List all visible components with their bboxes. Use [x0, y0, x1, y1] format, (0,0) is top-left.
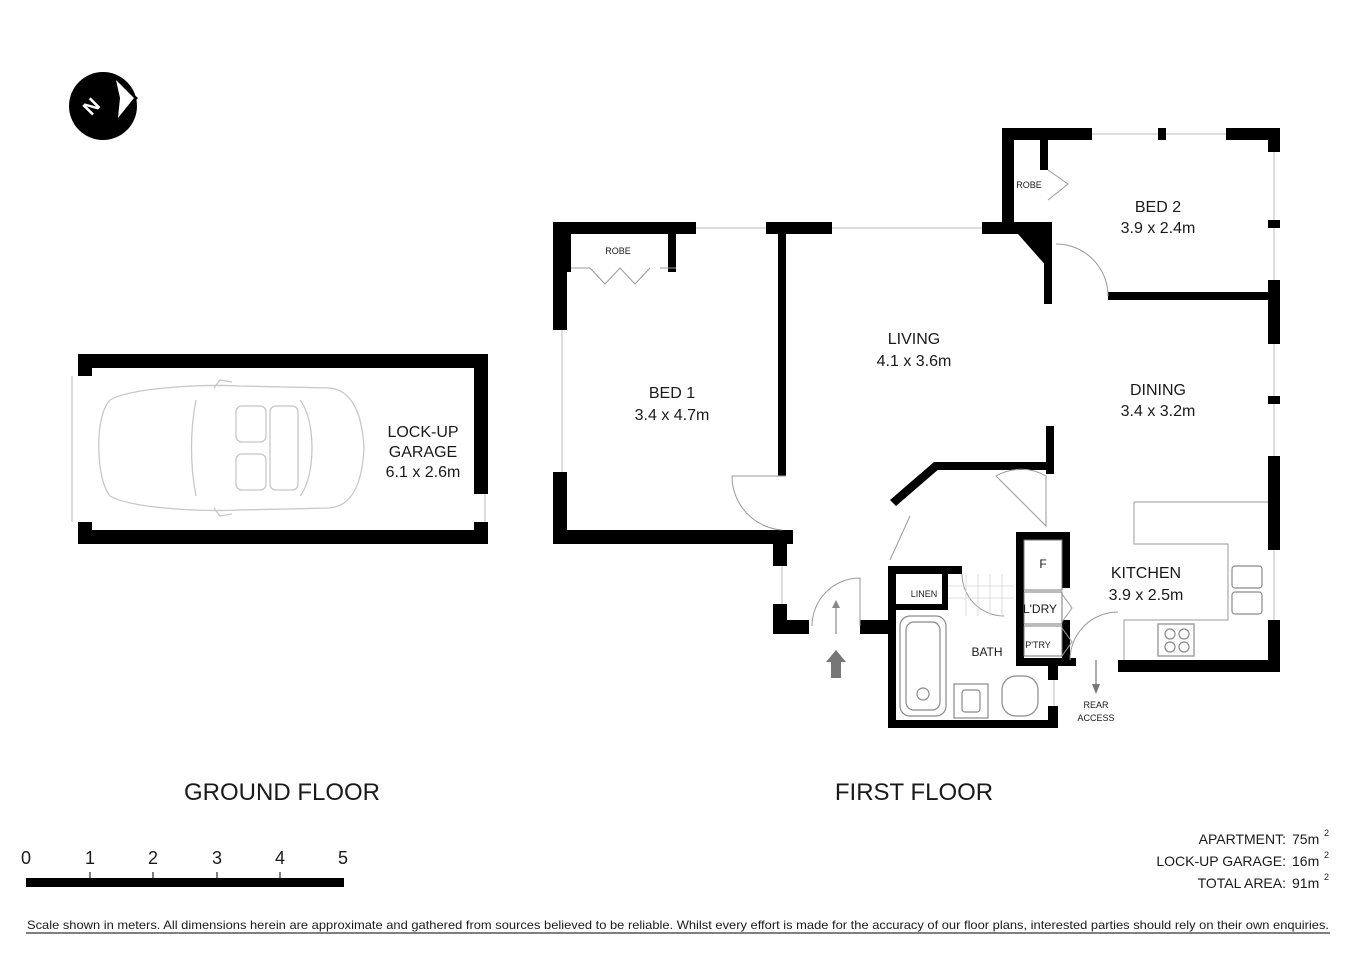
garage-name-line1: LOCK-UP: [387, 424, 458, 441]
rear-access-line2: ACCESS: [1077, 713, 1114, 723]
area-label-apartment: APARTMENT:: [1199, 831, 1286, 847]
area-sup-total: 2: [1324, 872, 1329, 882]
linen-label: LINEN: [911, 589, 938, 599]
robe1-label: ROBE: [605, 246, 631, 256]
area-label-total: TOTAL AREA:: [1198, 875, 1286, 891]
scale-tick-4: 4: [275, 848, 285, 868]
garage-name-line2: GARAGE: [389, 444, 457, 461]
bath-tiles: [948, 574, 1014, 616]
living-dims: 4.1 x 3.6m: [877, 353, 952, 370]
disclaimer-text: Scale shown in meters. All dimensions he…: [27, 918, 1329, 932]
rear-access-line1: REAR: [1083, 700, 1109, 710]
living-name: LIVING: [888, 331, 940, 348]
area-label-garage: LOCK-UP GARAGE:: [1156, 853, 1286, 869]
robe2-label: ROBE: [1016, 180, 1042, 190]
garage-dims: 6.1 x 2.6m: [386, 464, 461, 481]
area-value-garage: 16m: [1292, 853, 1319, 869]
north-compass: N: [69, 72, 138, 140]
scale-tick-1: 1: [85, 848, 95, 868]
bath-label: BATH: [971, 645, 1002, 659]
bed2-dims: 3.9 x 2.4m: [1121, 220, 1196, 237]
kitchen-name: KITCHEN: [1111, 565, 1181, 582]
area-value-total: 91m: [1292, 875, 1319, 891]
area-sup-garage: 2: [1324, 850, 1329, 860]
apartment-plan: ROBE ROBE: [553, 128, 1280, 728]
dining-dims: 3.4 x 3.2m: [1121, 403, 1196, 420]
kitchen-dims: 3.9 x 2.5m: [1109, 587, 1184, 604]
garage-plan: LOCK-UP GARAGE 6.1 x 2.6m: [71, 354, 488, 544]
laundry-label: L'DRY: [1023, 602, 1057, 616]
entry-arrow-icon: [826, 650, 846, 678]
area-value-apartment: 75m: [1292, 831, 1319, 847]
first-floor-title: FIRST FLOOR: [835, 779, 993, 806]
bed1-dims: 3.4 x 4.7m: [635, 407, 710, 424]
bed1-name: BED 1: [649, 385, 695, 402]
dining-name: DINING: [1130, 382, 1186, 399]
pantry-label: P'TRY: [1025, 640, 1051, 650]
scale-tick-3: 3: [212, 848, 222, 868]
scale-bar: 0 1 2 3 4 5: [21, 848, 348, 887]
scale-tick-0: 0: [21, 848, 31, 868]
ground-floor-title: GROUND FLOOR: [184, 779, 380, 806]
car-icon: [98, 379, 365, 517]
scale-tick-2: 2: [148, 848, 158, 868]
area-summary: APARTMENT: 75m 2 LOCK-UP GARAGE: 16m 2 T…: [1156, 828, 1329, 891]
bed2-name: BED 2: [1135, 199, 1181, 216]
scale-tick-5: 5: [338, 848, 348, 868]
area-sup-apartment: 2: [1324, 828, 1329, 838]
fridge-label: F: [1039, 557, 1046, 571]
